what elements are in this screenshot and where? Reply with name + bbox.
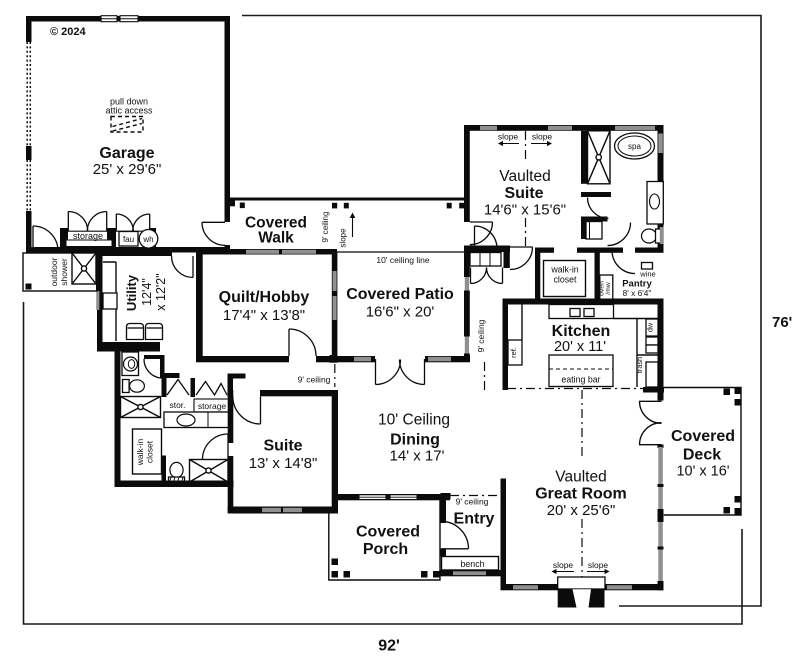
svg-text:dw: dw [646, 322, 655, 332]
svg-text:closet: closet [554, 275, 578, 285]
svg-text:storage: storage [73, 231, 103, 241]
svg-text:stor.: stor. [169, 400, 185, 410]
svg-text:Covered Patio: Covered Patio [346, 286, 454, 303]
svg-text:Vaulted: Vaulted [499, 168, 550, 185]
svg-text:9' ceiling: 9' ceiling [298, 375, 331, 385]
svg-text:10' Ceiling: 10' Ceiling [378, 412, 450, 429]
svg-text:slope: slope [588, 560, 609, 570]
svg-text:Suite: Suite [263, 438, 302, 455]
svg-text:9' ceiling: 9' ceiling [456, 497, 489, 507]
svg-text:x 12'2": x 12'2" [154, 273, 168, 310]
svg-text:92': 92' [378, 638, 400, 655]
svg-text:25' x 29'6": 25' x 29'6" [93, 161, 162, 178]
svg-text:outdoor: outdoor [49, 257, 59, 286]
svg-text:slope: slope [498, 132, 519, 142]
svg-text:slope: slope [339, 228, 348, 248]
svg-text:10' ceiling line: 10' ceiling line [376, 255, 429, 265]
svg-text:Garage: Garage [99, 145, 154, 162]
svg-text:shower: shower [59, 258, 69, 286]
svg-text:Suite: Suite [504, 185, 543, 202]
svg-text:Great Room: Great Room [535, 486, 627, 503]
svg-text:slope: slope [553, 560, 574, 570]
svg-text:bench: bench [461, 559, 485, 569]
svg-text:wine: wine [639, 270, 655, 279]
svg-text:Covered: Covered [671, 428, 735, 445]
svg-text:eating bar: eating bar [561, 375, 600, 385]
svg-text:oven: oven [599, 281, 606, 296]
svg-text:20' x 11': 20' x 11' [554, 339, 606, 355]
svg-text:Entry: Entry [454, 511, 495, 528]
svg-text:pull down: pull down [110, 97, 148, 107]
svg-text:Deck: Deck [683, 447, 721, 464]
svg-text:trash: trash [635, 357, 644, 373]
svg-text:wh: wh [142, 235, 153, 244]
svg-text:slope: slope [532, 132, 553, 142]
svg-text:9' ceiling: 9' ceiling [321, 212, 330, 243]
svg-text:12'4": 12'4" [140, 278, 154, 306]
svg-text:spa: spa [628, 142, 641, 151]
svg-text:Porch: Porch [363, 541, 408, 558]
svg-text:Pantry: Pantry [622, 279, 652, 290]
svg-text:20' x 25'6": 20' x 25'6" [547, 502, 616, 519]
svg-text:closet: closet [145, 440, 155, 463]
svg-text:10' x 16': 10' x 16' [676, 464, 729, 480]
svg-text:Covered: Covered [245, 215, 307, 232]
svg-text:13' x 14'8": 13' x 14'8" [249, 455, 318, 472]
svg-text:9' ceiling: 9' ceiling [476, 319, 486, 352]
svg-text:attic access: attic access [105, 106, 153, 116]
svg-text:16'6" x 20': 16'6" x 20' [366, 304, 435, 321]
svg-text:ref.: ref. [509, 347, 518, 358]
svg-text:fau: fau [123, 235, 134, 244]
svg-text:© 2024: © 2024 [50, 26, 87, 38]
svg-text:Walk: Walk [258, 230, 294, 247]
svg-text:Covered: Covered [356, 524, 420, 541]
svg-text:8' x 6'4": 8' x 6'4" [623, 288, 652, 298]
svg-text:76': 76' [772, 314, 792, 331]
svg-text:14'6" x 15'6": 14'6" x 15'6" [484, 202, 566, 219]
svg-text:walk-in: walk-in [135, 439, 145, 467]
svg-text:Dining: Dining [390, 432, 440, 449]
svg-text:Quilt/Hobby: Quilt/Hobby [219, 289, 310, 306]
svg-text:Kitchen: Kitchen [552, 323, 611, 340]
svg-text:Vaulted: Vaulted [555, 469, 606, 486]
svg-text:walk-in: walk-in [550, 265, 578, 275]
svg-text:Utility: Utility [124, 274, 139, 311]
svg-text:17'4" x 13'8": 17'4" x 13'8" [223, 307, 305, 324]
svg-text:storage: storage [198, 401, 227, 411]
svg-text:14' x 17': 14' x 17' [390, 448, 445, 465]
svg-text:/mw: /mw [605, 282, 612, 295]
